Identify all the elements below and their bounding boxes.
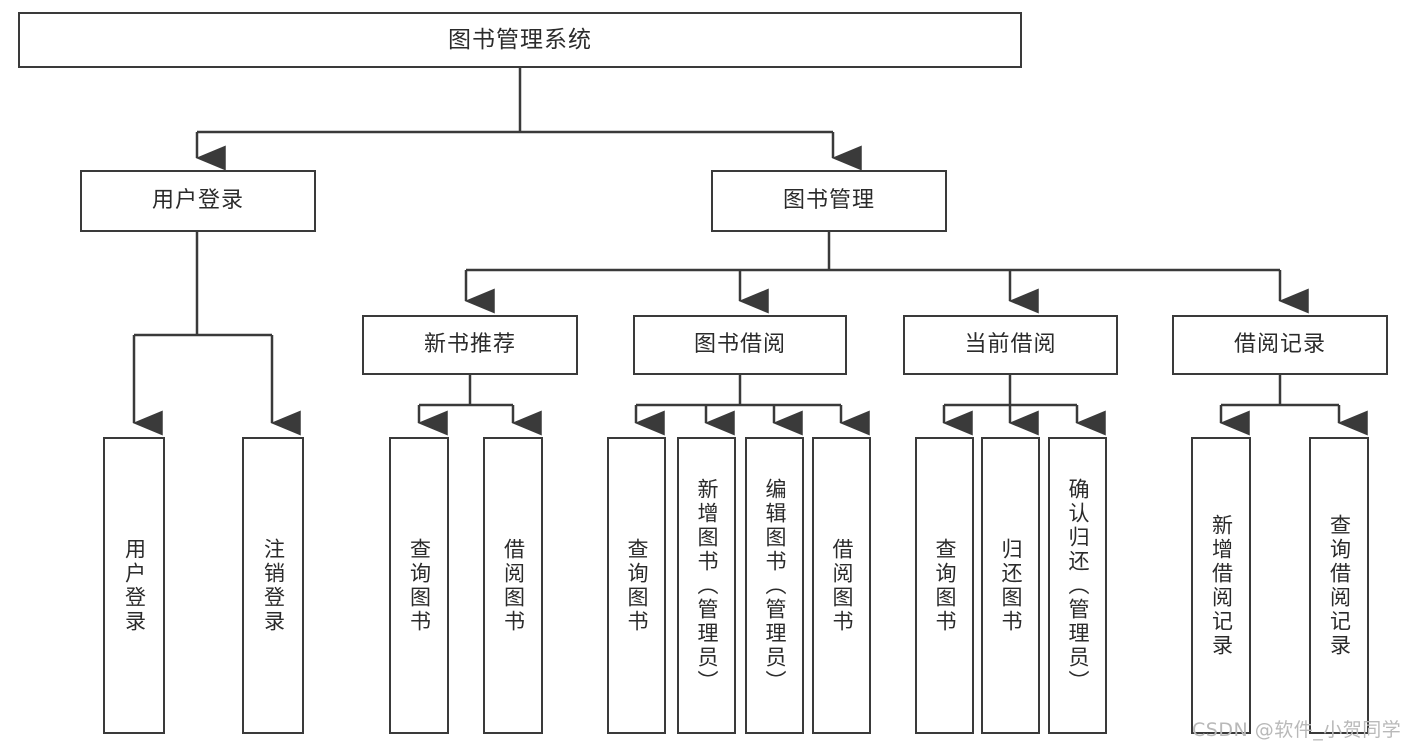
- leaf-book-borrow-borrow[interactable]: 借阅图书: [812, 437, 871, 734]
- node-user-login-label: 用户登录: [151, 188, 244, 214]
- leaf-label: 注销登录: [261, 537, 286, 634]
- leaf-label: 借阅图书: [830, 537, 854, 634]
- node-root[interactable]: 图书管理系统: [18, 12, 1022, 68]
- node-book-management-label: 图书管理: [782, 188, 875, 214]
- leaf-label: 查询图书: [407, 537, 432, 634]
- leaf-current-borrow-confirm[interactable]: 确认归还（管理员）: [1048, 437, 1107, 734]
- leaf-new-book-borrow[interactable]: 借阅图书: [483, 437, 543, 734]
- leaf-label: 归还图书: [999, 537, 1023, 634]
- leaf-new-book-query[interactable]: 查询图书: [389, 437, 449, 734]
- leaf-book-borrow-edit[interactable]: 编辑图书（管理员）: [745, 437, 804, 734]
- node-root-label: 图书管理系统: [448, 26, 592, 53]
- leaf-label: 查询借阅记录: [1327, 513, 1352, 658]
- node-book-borrow[interactable]: 图书借阅: [633, 315, 847, 375]
- node-current-borrow[interactable]: 当前借阅: [903, 315, 1118, 375]
- node-borrow-record[interactable]: 借阅记录: [1172, 315, 1388, 375]
- leaf-borrow-record-query[interactable]: 查询借阅记录: [1309, 437, 1369, 734]
- leaf-label: 确认归还（管理员）: [1066, 477, 1090, 694]
- leaf-label: 新增借阅记录: [1209, 513, 1234, 658]
- node-new-book-recommend-label: 新书推荐: [423, 332, 516, 358]
- leaf-label: 查询图书: [625, 537, 649, 634]
- node-current-borrow-label: 当前借阅: [964, 332, 1057, 358]
- leaf-current-borrow-return[interactable]: 归还图书: [981, 437, 1040, 734]
- leaf-borrow-record-add[interactable]: 新增借阅记录: [1191, 437, 1251, 734]
- leaf-label: 查询图书: [933, 537, 957, 634]
- leaf-label: 编辑图书（管理员）: [763, 477, 787, 694]
- leaf-label: 借阅图书: [501, 537, 526, 634]
- node-user-login[interactable]: 用户登录: [80, 170, 316, 232]
- leaf-user-login-login[interactable]: 用户登录: [103, 437, 165, 734]
- leaf-label: 用户登录: [122, 537, 147, 634]
- node-borrow-record-label: 借阅记录: [1233, 332, 1326, 358]
- leaf-user-login-logout[interactable]: 注销登录: [242, 437, 304, 734]
- leaf-book-borrow-add[interactable]: 新增图书（管理员）: [677, 437, 736, 734]
- leaf-current-borrow-query[interactable]: 查询图书: [915, 437, 974, 734]
- node-book-borrow-label: 图书借阅: [693, 332, 786, 358]
- node-book-management[interactable]: 图书管理: [711, 170, 947, 232]
- leaf-book-borrow-query[interactable]: 查询图书: [607, 437, 666, 734]
- leaf-label: 新增图书（管理员）: [695, 477, 719, 694]
- node-new-book-recommend[interactable]: 新书推荐: [362, 315, 578, 375]
- watermark: CSDN @软件_小贺同学: [1192, 719, 1402, 741]
